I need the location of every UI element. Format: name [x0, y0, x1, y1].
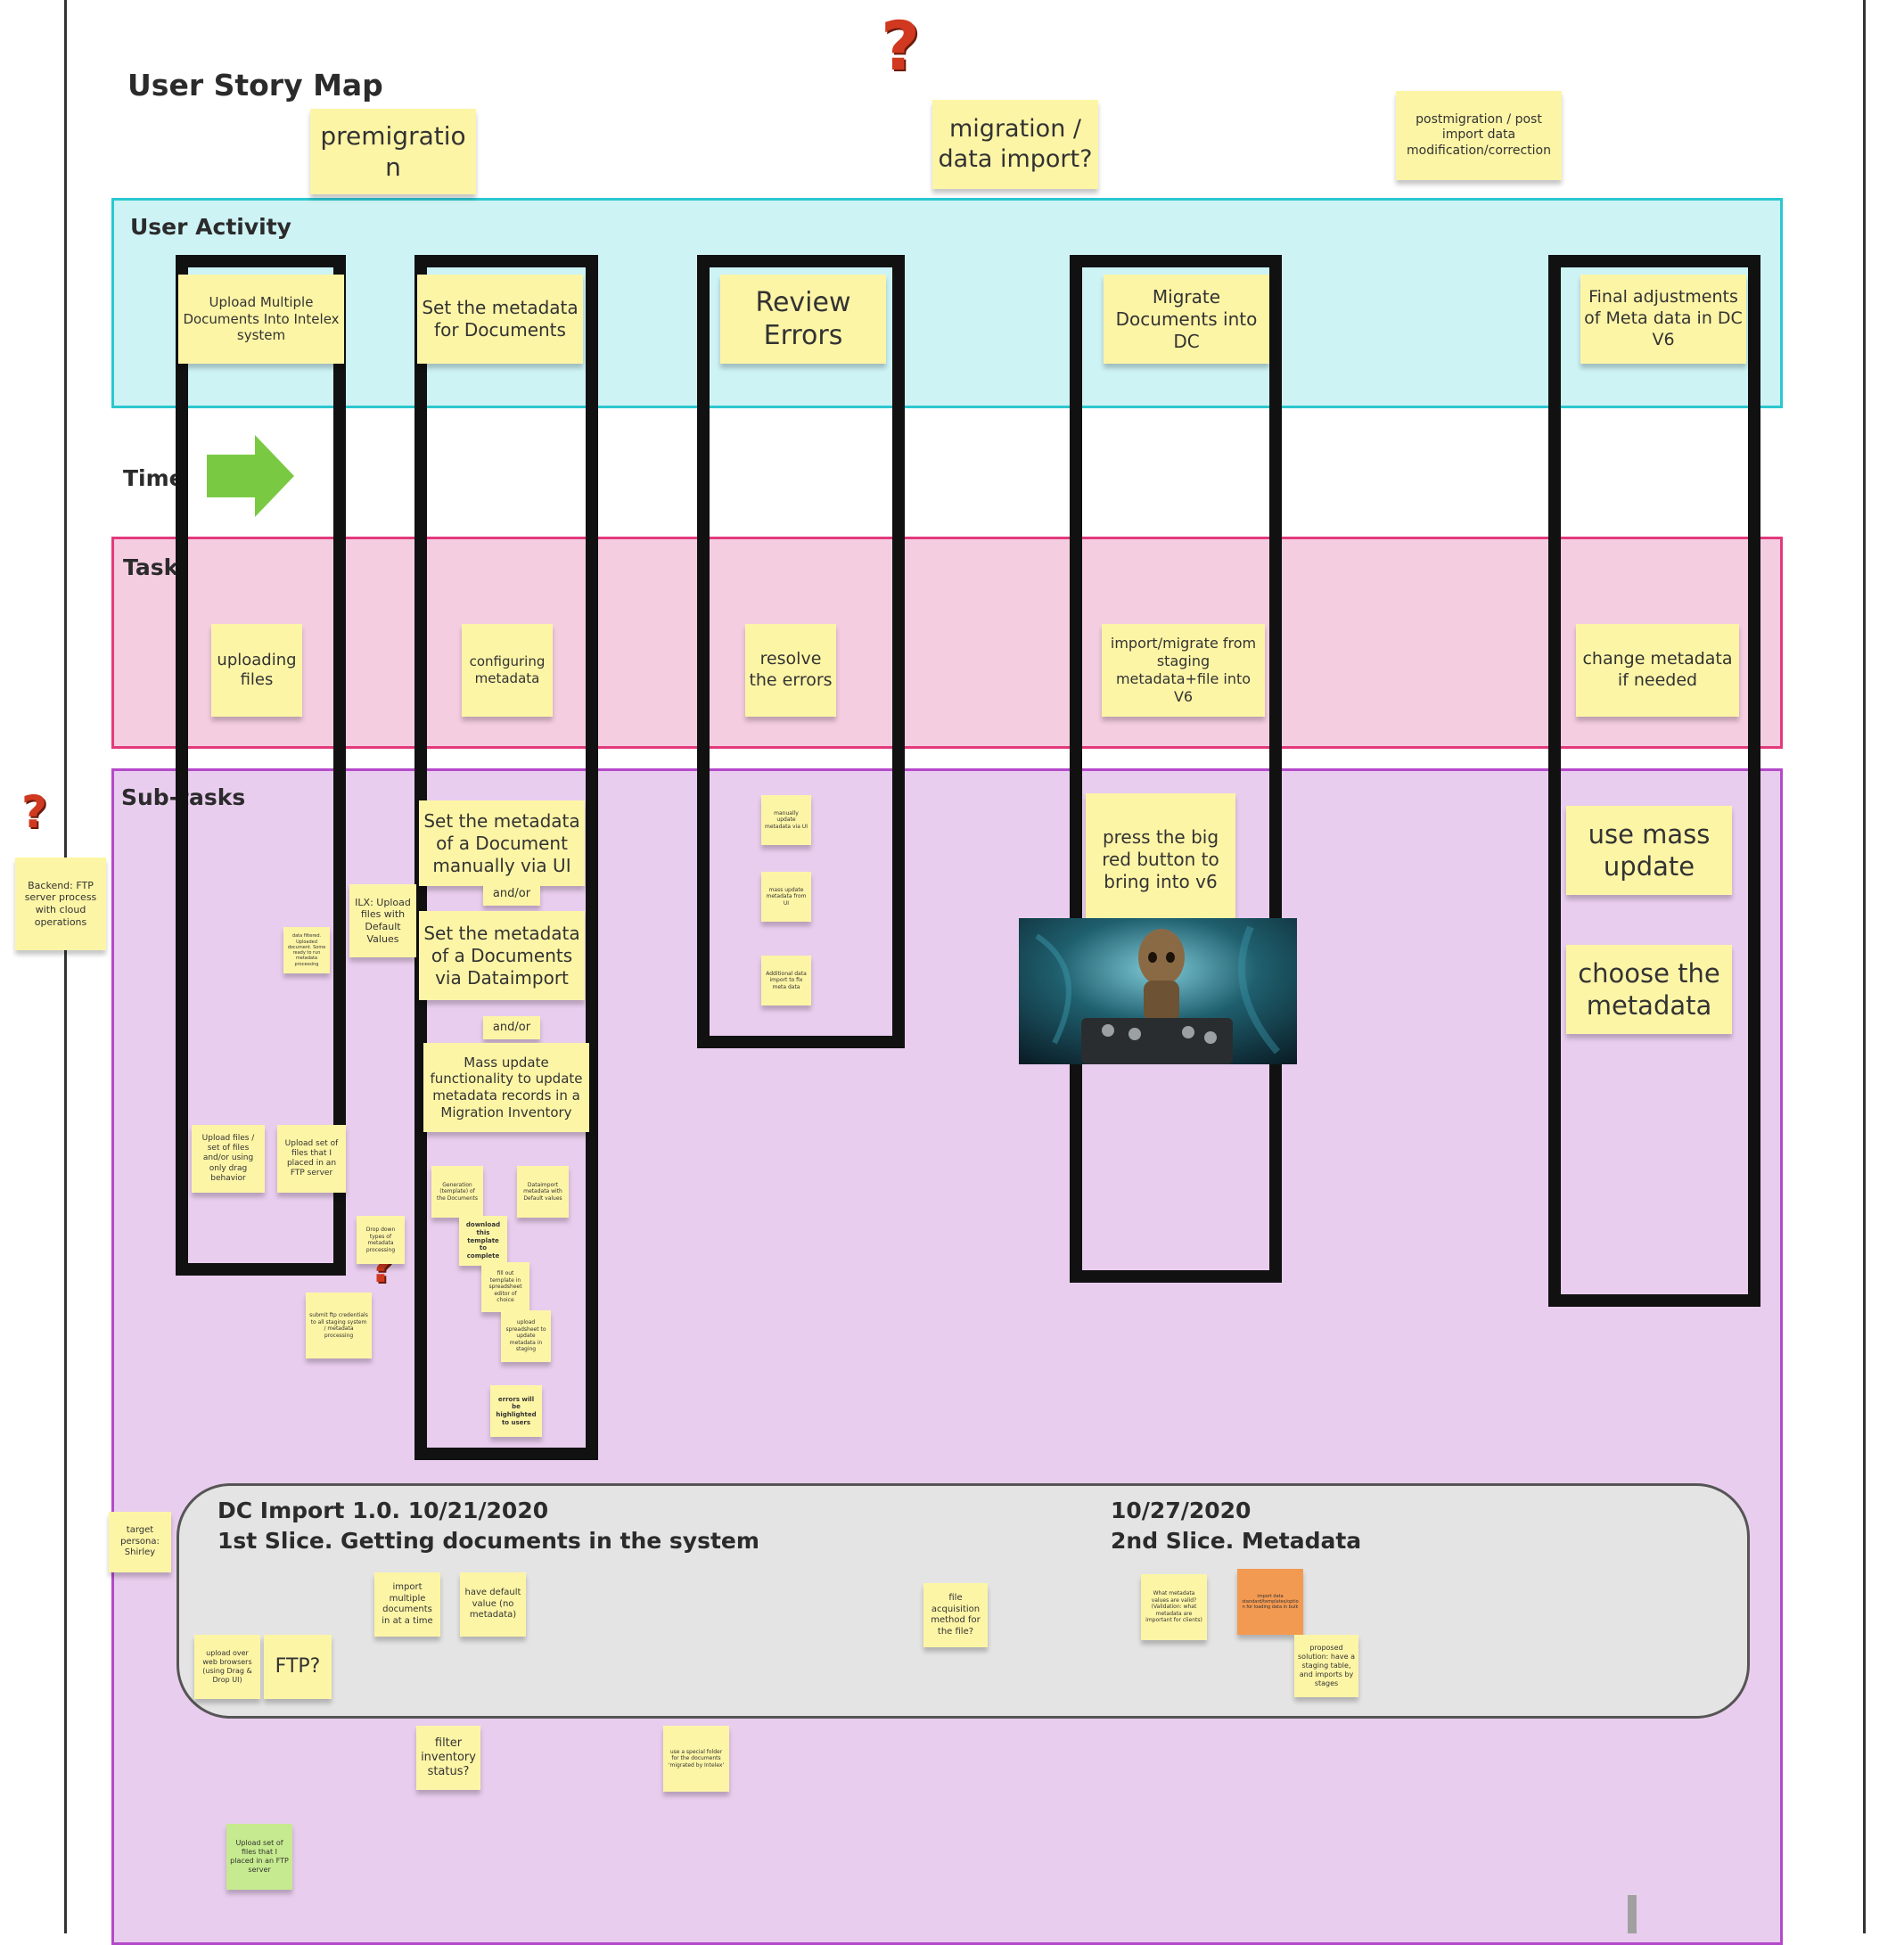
task-resolve[interactable]: resolve the errors: [745, 624, 836, 717]
subtask-set-meta-manual[interactable]: Set the metadata of a Document manually …: [419, 800, 585, 886]
subtask-upload-set-ftp[interactable]: Upload set of files that I placed in an …: [277, 1125, 346, 1193]
release-default-value[interactable]: have default value (no metadata): [460, 1572, 526, 1637]
subtask-band: [111, 768, 1783, 1945]
groot-button-image: [1019, 918, 1297, 1064]
special-folder[interactable]: use a special folder for the documents '…: [663, 1726, 729, 1792]
subtask-upload-spreadsheet[interactable]: upload spreadsheet to update metadata in…: [501, 1310, 551, 1362]
subtask-mass-update[interactable]: Mass update functionality to update meta…: [423, 1043, 589, 1132]
page-title: User Story Map: [127, 68, 383, 103]
question-mark-icon: ?: [881, 6, 921, 86]
subtask-dataimport-default[interactable]: Dataimport metadata with Default values: [517, 1166, 569, 1218]
subtask-ilx-upload[interactable]: ILX: Upload files with Default Values: [349, 884, 416, 957]
slice1-line1: DC Import 1.0. 10/21/2020: [217, 1498, 549, 1523]
release-orange-note[interactable]: import data standard/templates/option fo…: [1237, 1569, 1303, 1635]
subtask-andor: and/or: [483, 882, 540, 906]
target-persona[interactable]: target persona: Shirley: [109, 1512, 171, 1572]
phase-premigration[interactable]: premigration: [310, 109, 476, 194]
column-frame-migrate: [1070, 255, 1282, 1283]
release-file-acquisition[interactable]: file acquisition method for the file?: [923, 1583, 988, 1647]
subtask-set-meta-dataimport[interactable]: Set the metadata of a Documents via Data…: [419, 911, 585, 1000]
activity-final-adjustments[interactable]: Final adjustments of Meta data in DC V6: [1580, 275, 1746, 364]
subtask-mass-update-ui[interactable]: mass update metadata from UI: [761, 872, 811, 922]
subtask-dropdown-types[interactable]: Drop down types of metadata processing: [357, 1216, 405, 1264]
subtask-use-mass-update[interactable]: use mass update: [1566, 806, 1732, 895]
subtask-fill-template[interactable]: fill out template in spreadsheet editor …: [481, 1262, 529, 1312]
subtask-choose-metadata[interactable]: choose the metadata: [1566, 945, 1732, 1034]
subtask-additional-import[interactable]: Additional data import to fix meta data: [761, 956, 811, 1005]
filter-inventory[interactable]: filter inventory status?: [416, 1726, 480, 1790]
slice1-title: DC Import 1.0. 10/21/2020 1st Slice. Get…: [217, 1496, 759, 1556]
activity-set-metadata[interactable]: Set the metadata for Documents: [417, 275, 583, 364]
question-mark-icon: ?: [21, 786, 48, 838]
slice1-line2: 1st Slice. Getting documents in the syst…: [217, 1527, 759, 1554]
release-ftp[interactable]: FTP?: [264, 1635, 332, 1699]
release-proposed[interactable]: proposed solution: have a staging table,…: [1294, 1635, 1358, 1697]
subtask-download-template[interactable]: download this template to complete: [459, 1216, 507, 1266]
upload-set-ftp-green[interactable]: Upload set of files that I placed in an …: [226, 1824, 292, 1890]
task-configuring[interactable]: configuring metadata: [462, 624, 553, 717]
subtask-generation[interactable]: Generation (template) of the Documents: [431, 1166, 483, 1218]
column-frame-review: [697, 255, 905, 1048]
task-import-migrate[interactable]: import/migrate from staging metadata+fil…: [1102, 624, 1265, 717]
release-import-multiple[interactable]: import multiple documents in at a time: [374, 1572, 440, 1637]
release-what-metadata[interactable]: What metadata values are valid? (Validat…: [1141, 1574, 1207, 1640]
subtask-errors-highlighted[interactable]: errors will be highlighted to users: [490, 1385, 542, 1437]
task-change-metadata[interactable]: change metadata if needed: [1576, 624, 1739, 717]
activity-band: [111, 198, 1783, 408]
task-band-label: Task: [123, 554, 179, 580]
time-label: Time: [123, 465, 185, 491]
activity-upload[interactable]: Upload Multiple Documents Into Intelex s…: [178, 275, 344, 364]
task-band: [111, 537, 1783, 749]
left-frame-line: [64, 0, 67, 1933]
phase-migration[interactable]: migration / data import?: [932, 100, 1098, 189]
right-frame-line: [1863, 0, 1866, 1933]
task-uploading[interactable]: uploading files: [211, 624, 302, 717]
slice2-line1: 10/27/2020: [1111, 1498, 1252, 1523]
subtask-andor: and/or: [483, 1016, 540, 1039]
subtask-col1-small[interactable]: data filtered. Uploaded document. Some r…: [283, 927, 330, 973]
release-upload-web[interactable]: upload over web browsers (using Drag & D…: [194, 1635, 260, 1699]
subtask-manually-update[interactable]: manually update metadata via UI: [761, 795, 811, 845]
column-frame-final: [1548, 255, 1760, 1307]
time-arrow-icon: [207, 435, 294, 517]
subtask-submit-ftp[interactable]: submit ftp credentials to all staging sy…: [306, 1293, 372, 1358]
column-frame-upload: [176, 255, 346, 1276]
subtask-big-red-button[interactable]: press the big red button to bring into v…: [1086, 793, 1235, 925]
activity-review-errors[interactable]: Review Errors: [720, 275, 886, 364]
slice2-line2: 2nd Slice. Metadata: [1111, 1527, 1362, 1554]
activity-migrate[interactable]: Migrate Documents into DC: [1104, 275, 1269, 364]
corner-marker: [1628, 1895, 1637, 1933]
phase-postmigration[interactable]: postmigration / post import data modific…: [1396, 91, 1562, 180]
subtask-backend-ftp[interactable]: Backend: FTP server process with cloud o…: [15, 858, 106, 950]
subtask-upload-files-set[interactable]: Upload files / set of files and/or using…: [192, 1125, 265, 1193]
slice2-title: 10/27/2020 2nd Slice. Metadata: [1111, 1496, 1361, 1556]
activity-band-label: User Activity: [130, 214, 291, 240]
